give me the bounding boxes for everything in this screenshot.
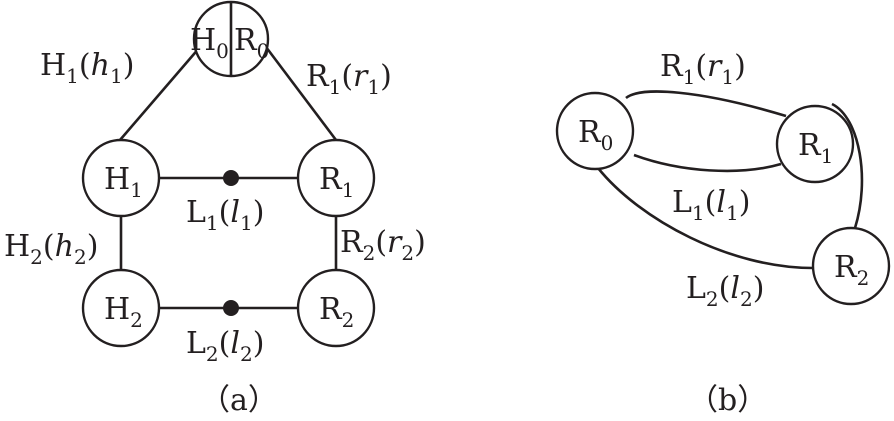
edge-label-r2: R2(r2) — [340, 225, 426, 265]
node-h0-r0: H0 R0 — [190, 0, 269, 78]
junction-dot-l1 — [223, 170, 239, 186]
node-b-r0-label: R0 — [578, 115, 613, 155]
diagram-a: H0 R0 H1 R1 H2 R2 H1(h1) R1(r1) L1(l1) H… — [4, 0, 426, 418]
node-b-r1-label: R1 — [798, 128, 833, 168]
node-r2-label: R2 — [319, 292, 354, 332]
node-b-r1: R1 — [775, 104, 855, 184]
edge-label-l2: L2(l2) — [186, 326, 264, 366]
node-h1-label: H1 — [104, 162, 143, 202]
edge-h0-h1 — [119, 46, 201, 141]
edge-label-b-r1: R1(r1) — [660, 49, 746, 89]
node-h2: H2 — [81, 268, 161, 348]
node-r1: R1 — [296, 138, 376, 218]
diagram-b: R0 R1 R2 R1(r1) L1(l1) L2(l2) （b） — [555, 49, 891, 418]
node-h2-label: H2 — [104, 292, 143, 332]
edge-r0-r2 — [596, 167, 814, 270]
edge-r1-r2 — [831, 102, 864, 229]
edge-r0-r1-lower — [633, 153, 782, 173]
node-h1: H1 — [81, 138, 161, 218]
edge-label-r1: R1(r1) — [306, 59, 392, 99]
node-b-r2: R2 — [811, 226, 891, 306]
edge-label-h2: H2(h2) — [4, 229, 98, 269]
node-b-r0: R0 — [555, 91, 635, 171]
node-r2: R2 — [296, 268, 376, 348]
node-r1-label: R1 — [319, 162, 354, 202]
caption-a: （a） — [200, 383, 278, 418]
edge-label-l1: L1(l1) — [186, 195, 264, 235]
caption-b: （b） — [688, 383, 767, 418]
junction-dot-l2 — [223, 300, 239, 316]
edge-label-h1: H1(h1) — [40, 48, 134, 88]
edge-r0-r1-upper — [625, 90, 787, 118]
edge-r0-r1 — [264, 46, 338, 141]
node-b-r2-label: R2 — [834, 250, 869, 290]
edge-label-b-l1: L1(l1) — [672, 185, 750, 225]
node-h0-label: H0 — [190, 23, 229, 63]
edge-label-b-l2: L2(l2) — [686, 271, 764, 311]
node-r0-label: R0 — [234, 23, 269, 63]
